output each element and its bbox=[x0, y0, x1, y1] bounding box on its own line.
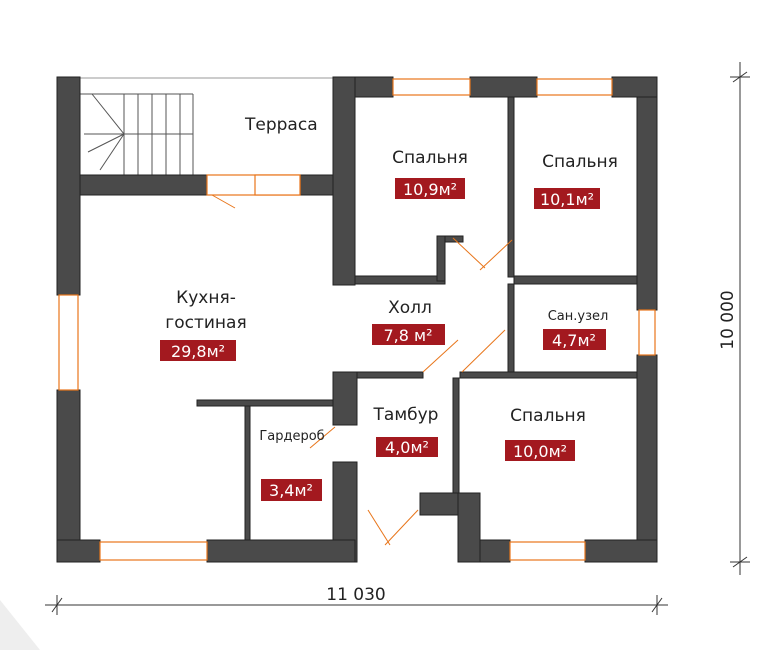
area-bedroom-3: 10,0м² bbox=[513, 442, 567, 461]
windows bbox=[58, 78, 656, 561]
area-badge bbox=[372, 324, 445, 345]
room-label-bedroom-3: Спальня bbox=[510, 406, 586, 426]
room-label-kitchen-2: гостиная bbox=[165, 313, 246, 333]
area-badge bbox=[395, 178, 465, 199]
room-label-bedroom-1: Спальня bbox=[392, 148, 468, 168]
area-badge bbox=[160, 340, 236, 361]
area-hall: 7,8 м² bbox=[383, 326, 432, 345]
area-badge bbox=[261, 479, 322, 501]
room-label-hall: Холл bbox=[388, 298, 432, 318]
area-badge bbox=[376, 437, 438, 457]
area-badge bbox=[534, 188, 600, 209]
background-shade bbox=[0, 600, 40, 650]
room-label-bathroom: Сан.узел bbox=[548, 309, 609, 324]
area-vestibule: 4,0м² bbox=[385, 438, 429, 457]
dimension-width bbox=[45, 595, 668, 615]
area-kitchen: 29,8м² bbox=[171, 342, 225, 361]
doors bbox=[211, 194, 513, 546]
area-badge bbox=[543, 329, 606, 350]
staircase bbox=[80, 93, 194, 175]
area-badge bbox=[505, 440, 575, 461]
dimension-height bbox=[730, 62, 750, 575]
room-label-terrace: Терраса bbox=[244, 115, 318, 135]
dimension-height-label: 10 000 bbox=[718, 290, 738, 349]
area-bedroom-2: 10,1м² bbox=[540, 190, 594, 209]
room-label-wardrobe: Гардероб bbox=[259, 429, 324, 444]
area-wardrobe: 3,4м² bbox=[269, 481, 313, 500]
room-label-vestibule: Тамбур bbox=[373, 405, 439, 425]
area-bathroom: 4,7м² bbox=[552, 331, 596, 350]
area-bedroom-1: 10,9м² bbox=[403, 180, 457, 199]
dimension-width-label: 11 030 bbox=[326, 585, 385, 605]
room-label-bedroom-2: Спальня bbox=[542, 152, 618, 172]
room-label-kitchen: Кухня- bbox=[176, 288, 236, 308]
